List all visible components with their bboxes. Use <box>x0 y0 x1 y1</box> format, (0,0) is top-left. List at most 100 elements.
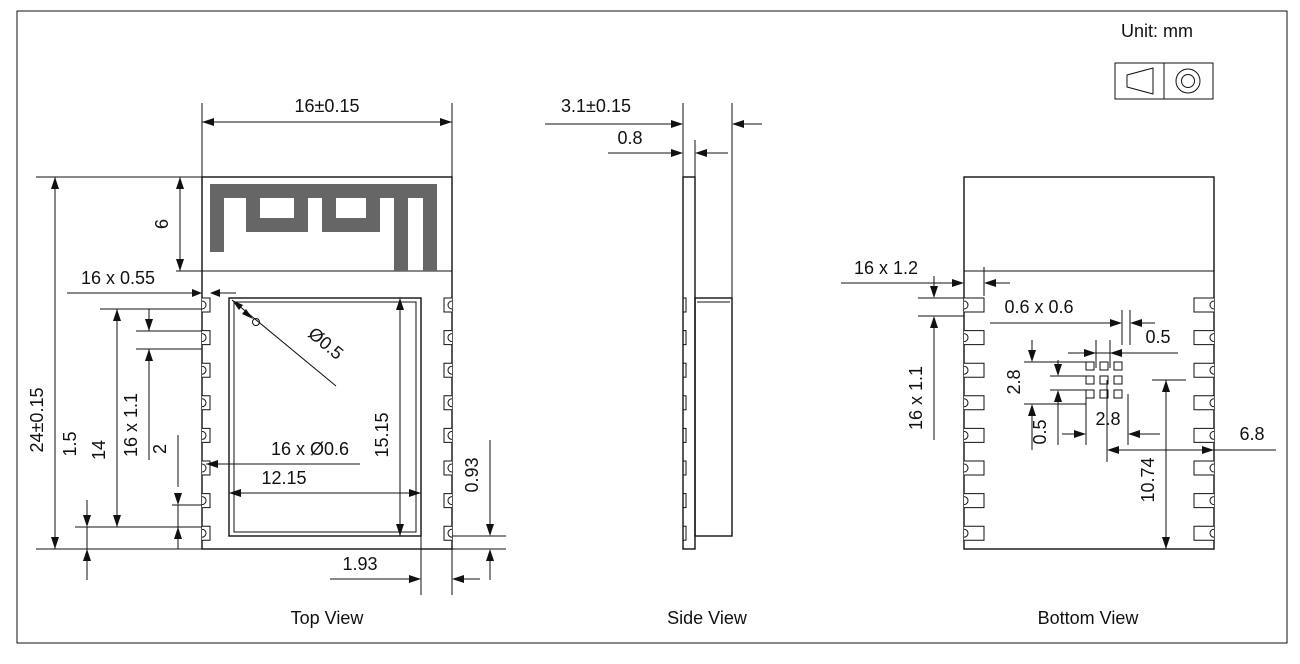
dim-0-5-vertical: 0.5 <box>1030 419 1050 444</box>
pad-half-hole <box>447 333 453 343</box>
top-right-pads <box>443 297 453 541</box>
pad-half-hole <box>201 430 207 440</box>
dim-bottom-pitch: 16 x 1.1 <box>906 366 926 430</box>
bottom-pad <box>964 493 985 509</box>
bottom-pad <box>1193 297 1214 313</box>
gnd-pad <box>1085 375 1095 385</box>
pad-half-hole <box>447 528 453 538</box>
side-pad <box>682 525 687 541</box>
side-pad <box>682 460 687 476</box>
bottom-pad <box>1193 330 1214 346</box>
pad-half-hole <box>201 528 207 538</box>
bottom-pad <box>964 330 985 346</box>
gnd-pad <box>1099 361 1109 371</box>
dim-0-5-top: 0.5 <box>1145 327 1170 347</box>
dim-1-93: 1.93 <box>342 554 377 574</box>
dim-1-5: 1.5 <box>60 431 80 456</box>
bottom-left-pads <box>963 297 985 541</box>
dim-top-width: 16±0.15 <box>295 96 360 116</box>
gnd-pad-grid <box>1085 361 1123 399</box>
top-view-label: Top View <box>291 608 365 628</box>
dim-2: 2 <box>150 444 170 454</box>
dim-14: 14 <box>89 440 109 460</box>
side-pad <box>682 362 687 378</box>
pad-half-hole <box>1209 398 1215 408</box>
side-pad <box>682 427 687 443</box>
pcb-antenna-icon <box>210 184 437 271</box>
gnd-pad <box>1085 361 1095 371</box>
pad-half-hole <box>201 300 207 310</box>
side-view-label: Side View <box>667 608 748 628</box>
pad-half-hole <box>447 430 453 440</box>
dim-0-93: 0.93 <box>462 457 482 492</box>
dim-bottom-pad-length: 16 x 1.2 <box>854 258 918 278</box>
pin1-marker <box>252 318 260 326</box>
bottom-pad <box>964 525 985 541</box>
pad-half-hole <box>447 300 453 310</box>
pad-half-hole <box>963 365 969 375</box>
bottom-pad <box>964 427 985 443</box>
pad-half-hole <box>201 496 207 506</box>
side-view: 3.1±0.15 0.8 Side View <box>545 96 762 628</box>
pad-half-hole <box>201 333 207 343</box>
pad-half-hole <box>447 398 453 408</box>
side-pad <box>682 493 687 509</box>
bottom-pad <box>964 362 985 378</box>
pad-half-hole <box>1209 333 1215 343</box>
pad-half-hole <box>447 496 453 506</box>
drawing-frame <box>16 10 1288 644</box>
bottom-pad <box>964 460 985 476</box>
dim-side-pcb: 0.8 <box>617 128 642 148</box>
pad-half-hole <box>963 333 969 343</box>
bottom-pad <box>1193 493 1214 509</box>
dim-pad-width: 16 x 0.55 <box>81 268 155 288</box>
side-shield <box>694 297 733 537</box>
dim-top-pitch: 16 x 1.1 <box>121 393 141 457</box>
bottom-right-pads <box>1193 297 1215 541</box>
pad-half-hole <box>963 463 969 473</box>
dim-2-8-vertical: 2.8 <box>1004 369 1024 394</box>
bottom-pad <box>1193 427 1214 443</box>
pad-half-hole <box>201 365 207 375</box>
pad-half-hole <box>447 463 453 473</box>
dim-top-height: 24±0.15 <box>27 388 47 453</box>
pad-half-hole <box>963 430 969 440</box>
pad-half-hole <box>963 528 969 538</box>
dim-gnd-pad-size: 0.6 x 0.6 <box>1004 297 1073 317</box>
bottom-pad <box>1193 525 1214 541</box>
unit-label: Unit: mm <box>1121 21 1193 41</box>
side-pad <box>682 330 687 346</box>
dim-antenna-height: 6 <box>152 219 172 229</box>
shield-can <box>228 297 422 537</box>
bottom-pad <box>1193 395 1214 411</box>
gnd-pad <box>1113 375 1123 385</box>
dim-pad-dia: 16 x Ø0.6 <box>271 439 349 459</box>
bottom-view: 16 x 1.2 16 x 1.1 0.6 x 0.6 0.5 2.8 <box>841 176 1276 628</box>
gnd-pad <box>1113 389 1123 399</box>
pad-half-hole <box>1209 496 1215 506</box>
bottom-pad <box>964 297 985 313</box>
pad-half-hole <box>963 300 969 310</box>
pad-half-hole <box>1209 365 1215 375</box>
pad-half-hole <box>963 398 969 408</box>
pad-half-hole <box>201 398 207 408</box>
dim-10-74: 10.74 <box>1138 457 1158 502</box>
top-view: 16±0.15 6 16 x 0.55 24±0.15 1.5 14 <box>27 96 506 628</box>
pad-half-hole <box>447 365 453 375</box>
pad-half-hole <box>201 463 207 473</box>
pad-half-hole <box>963 496 969 506</box>
bottom-pad <box>1193 460 1214 476</box>
dim-shield-height: 15.15 <box>372 412 392 457</box>
pad-half-hole <box>1209 430 1215 440</box>
dim-side-thickness: 3.1±0.15 <box>561 96 631 116</box>
side-pad <box>682 297 687 313</box>
gnd-pad <box>1113 361 1123 371</box>
dim-6-8: 6.8 <box>1239 424 1264 444</box>
bottom-module-outline <box>963 176 1215 550</box>
top-left-pads <box>201 297 211 541</box>
dim-2-8-horizontal: 2.8 <box>1095 409 1120 429</box>
bottom-view-label: Bottom View <box>1038 608 1140 628</box>
pad-half-hole <box>1209 528 1215 538</box>
pad-half-hole <box>1209 463 1215 473</box>
